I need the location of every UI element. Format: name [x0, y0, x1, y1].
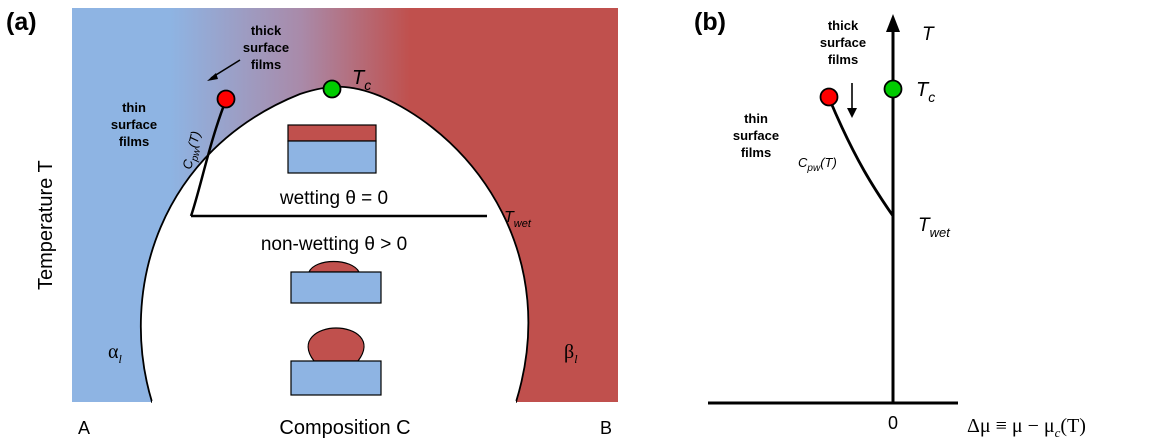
delta-mu-label: Δμ ≡ μ − μc(T) — [967, 415, 1086, 440]
twet-label-b: Twet — [918, 215, 951, 240]
wetting-substrate — [287, 140, 377, 174]
prewetting-line — [189, 99, 228, 217]
panel-b-label: (b) — [694, 8, 726, 36]
coexistence-dome — [140, 85, 530, 403]
svg-text:films: films — [251, 57, 281, 72]
x-right-label: B — [600, 418, 612, 438]
thick-films-label-b: thick surface films — [820, 18, 866, 67]
thick-films-label: thick surface films — [243, 23, 289, 72]
svg-text:films: films — [828, 52, 858, 67]
x-axis-label: Composition C — [279, 417, 410, 439]
svg-text:surface: surface — [733, 128, 779, 143]
svg-text:films: films — [741, 145, 771, 160]
t-axis-arrowhead — [886, 14, 900, 32]
panel-b: (b) T Tc Twet thick surface films thin s… — [694, 8, 1086, 440]
thin-films-label: thin surface films — [111, 100, 157, 149]
non-wetting-label: non-wetting θ > 0 — [261, 234, 407, 255]
critical-point — [322, 79, 342, 99]
wetting-film — [287, 124, 377, 142]
thick-films-arrowhead — [207, 73, 218, 81]
tc-label-b: Tc — [916, 79, 935, 105]
panel-a: (a) Tc Twet thin surface films thick sur… — [6, 8, 618, 439]
svg-text:surface: surface — [243, 40, 289, 55]
thick-films-arrowhead-b — [847, 108, 857, 118]
prewetting-critical-point — [216, 89, 236, 109]
svg-text:thin: thin — [744, 111, 768, 126]
tc-label: Tc — [352, 67, 371, 93]
x-left-label: A — [78, 418, 90, 438]
prewetting-critical-point-b — [819, 87, 839, 107]
svg-text:films: films — [119, 134, 149, 149]
nonwetting-substrate-2 — [290, 360, 382, 396]
twet-label: Twet — [504, 209, 532, 230]
zero-label: 0 — [888, 413, 898, 433]
panel-a-label: (a) — [6, 8, 37, 36]
prewetting-line-b — [827, 97, 895, 217]
svg-text:thick: thick — [828, 18, 859, 33]
alpha-label: αl — [108, 341, 122, 366]
round-droplet — [307, 327, 365, 362]
svg-text:surface: surface — [111, 117, 157, 132]
svg-text:surface: surface — [820, 35, 866, 50]
thin-films-label-b: thin surface films — [733, 111, 779, 160]
svg-text:thick: thick — [251, 23, 282, 38]
y-axis-label: Temperature T — [35, 160, 57, 290]
cpw-label: Cpw(T) — [179, 129, 207, 171]
t-axis-label: T — [922, 24, 935, 45]
svg-text:thin: thin — [122, 100, 146, 115]
cpw-label-b: Cpw(T) — [798, 155, 837, 174]
critical-point-b — [883, 79, 903, 99]
nonwetting-substrate-1 — [290, 271, 382, 304]
wetting-label: wetting θ = 0 — [279, 188, 388, 209]
beta-label: βl — [564, 341, 578, 366]
